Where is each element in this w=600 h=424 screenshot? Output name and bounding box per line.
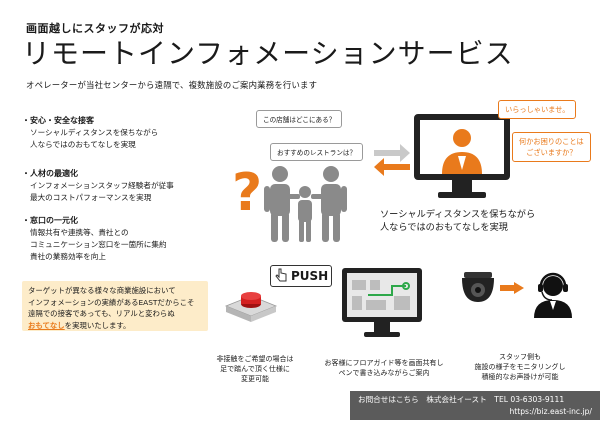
- caption-line: 施設の様子をモニタリングし: [474, 363, 566, 371]
- feature-line: 情報共有や連携等、貴社との: [30, 228, 129, 237]
- caption-line: お客様にフロアガイド等を画面共有し: [324, 359, 444, 367]
- caption-line: 足で踏んで頂く仕様に: [220, 365, 290, 373]
- page-title: リモートインフォメーションサービス: [22, 37, 514, 70]
- lead-text: オペレーターが当社センターから遠隔で、複数施設のご案内業務を行います: [26, 80, 318, 90]
- speech-bubble-welcome: いらっしゃいませ。: [498, 100, 577, 119]
- floor-map-icon: [352, 280, 410, 310]
- note-box: ターゲットが異なる様々な商業施設において インフォメーションの実績があるEAST…: [22, 281, 208, 331]
- social-line: 人ならではのおもてなしを実現: [380, 222, 508, 233]
- note-line-rest: を実現いたします。: [64, 320, 131, 330]
- staff-headset-icon: [534, 272, 572, 318]
- speech-bubble-restaurant: おすすめのレストランは？: [270, 143, 364, 161]
- feature-line: ソーシャルディスタンスを保ちながら: [30, 128, 159, 137]
- question-mark-icon: ?: [232, 163, 262, 223]
- note-highlight: おもてなし: [28, 320, 65, 330]
- note-line: ターゲットが異なる様々な商業施設において: [28, 286, 176, 295]
- speech-bubble-help: 何かお困りのことは ございますか？: [512, 132, 591, 162]
- operator-monitor-illustration: [414, 114, 510, 198]
- feature-heading: ・人材の最適化: [22, 169, 78, 178]
- push-text: PUSH: [291, 269, 329, 283]
- feature-safety: ・安心・安全な接客 ソーシャルディスタンスを保ちながら 人ならではのおもてなしを…: [22, 115, 158, 151]
- feature-staffing: ・人材の最適化 インフォメーションスタッフ経験者が従事 最大のコストパフォーマン…: [22, 168, 174, 204]
- feature-line: インフォメーションスタッフ経験者が従事: [30, 181, 174, 190]
- arrow-right-icon: [500, 282, 524, 294]
- social-line: ソーシャルディスタンスを保ちながら: [380, 209, 536, 220]
- svg-text:?: ?: [232, 163, 262, 223]
- contact-text: お問合せはこちら 株式会社イースト TEL 03-6303-9111: [358, 395, 565, 404]
- note-line: インフォメーションの実績があるEASTだからこそ: [28, 297, 195, 307]
- caption-foot-pedal: 非接触をご希望の場合は 足で踏んで頂く仕様に 変更可能: [200, 354, 310, 384]
- help-line: 何かお困りのことは: [519, 137, 584, 146]
- security-camera-icon: [462, 272, 494, 302]
- help-line: ございますか？: [526, 148, 577, 157]
- subtitle: 画面越しにスタッフが応対: [26, 22, 164, 35]
- speech-bubble-store: この店舗はどこにある？: [256, 110, 343, 128]
- feature-line: 人ならではのおもてなしを実現: [30, 140, 136, 149]
- contact-footer: お問合せはこちら 株式会社イースト TEL 03-6303-9111 https…: [350, 391, 600, 420]
- caption-line: スタッフ側も: [499, 353, 541, 361]
- note-line: おもてなしを実現いたします。: [28, 320, 202, 332]
- note-line: 遠隔での接客であっても、リアルと変わらぬ: [28, 309, 175, 319]
- caption-screen-share: お客様にフロアガイド等を画面共有し ペンで書き込みながらご案内: [322, 358, 446, 378]
- feature-heading: ・窓口の一元化: [22, 216, 78, 225]
- feature-line: コミュニケーション窓口を一箇所に集約: [30, 240, 167, 249]
- floor-guide-monitor-illustration: [342, 268, 422, 337]
- feature-heading: ・安心・安全な接客: [22, 116, 94, 125]
- contact-url-link[interactable]: https://biz.east-inc.jp/: [509, 407, 592, 416]
- family-illustration: ?: [232, 163, 347, 242]
- caption-monitoring: スタッフ側も 施設の様子をモニタリングし 積極的なお声掛けが可能: [458, 352, 582, 382]
- exchange-arrows-icon: [374, 144, 410, 176]
- push-label: PUSH: [270, 265, 332, 287]
- social-distance-text: ソーシャルディスタンスを保ちながら 人ならではのおもてなしを実現: [380, 208, 535, 234]
- caption-line: 非接触をご希望の場合は: [216, 355, 294, 363]
- caption-line: 積極的なお声掛けが可能: [481, 373, 559, 381]
- push-button-illustration: [224, 292, 278, 322]
- customer-group-icon: [264, 166, 347, 242]
- caption-line: 変更可能: [241, 375, 269, 383]
- hand-pointer-icon: [273, 267, 289, 283]
- feature-line: 最大のコストパフォーマンスを実現: [30, 193, 152, 202]
- caption-line: ペンで書き込みながらご案内: [338, 369, 430, 377]
- feature-centralization: ・窓口の一元化 情報共有や連携等、貴社との コミュニケーション窓口を一箇所に集約…: [22, 215, 167, 263]
- feature-line: 貴社の業務効率を向上: [30, 252, 106, 261]
